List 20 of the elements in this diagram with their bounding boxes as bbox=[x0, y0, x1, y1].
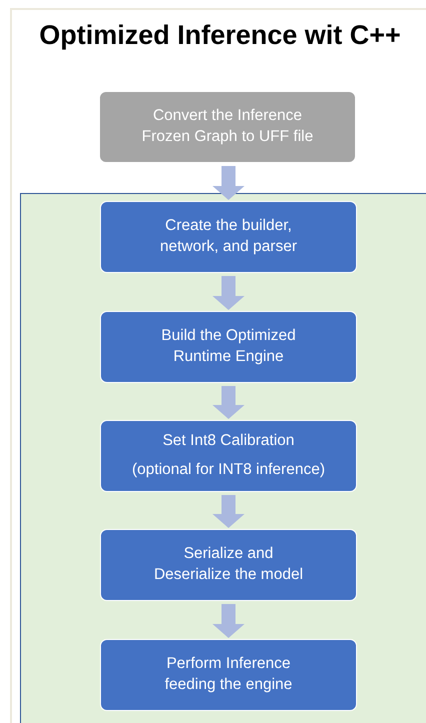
step-label: Set Int8 Calibration bbox=[162, 431, 294, 452]
step-label: Convert the Inference Frozen Graph to UFF file bbox=[140, 106, 314, 147]
process-box bbox=[100, 201, 357, 273]
flow-arrow bbox=[212, 166, 244, 200]
group-panel bbox=[20, 193, 426, 723]
flow-arrow bbox=[212, 386, 244, 419]
flow-arrow bbox=[212, 276, 244, 310]
step-label: Serialize and Deserialize the model bbox=[152, 544, 304, 585]
process-box bbox=[100, 639, 357, 711]
process-box bbox=[100, 311, 357, 383]
step-label: Perform Inference feeding the engine bbox=[164, 654, 294, 695]
flow-arrow bbox=[212, 495, 244, 528]
diagram-title: Optimized Inference wit C++ bbox=[38, 20, 402, 51]
step-label: Create the builder, network, and parser bbox=[159, 216, 298, 257]
process-box bbox=[99, 91, 356, 163]
process-box bbox=[100, 529, 357, 601]
step-label: Build the Optimized Runtime Engine bbox=[160, 326, 297, 367]
step-note: (optional for INT8 inference) bbox=[132, 460, 325, 480]
process-box bbox=[100, 420, 357, 492]
flow-arrow bbox=[212, 604, 244, 638]
